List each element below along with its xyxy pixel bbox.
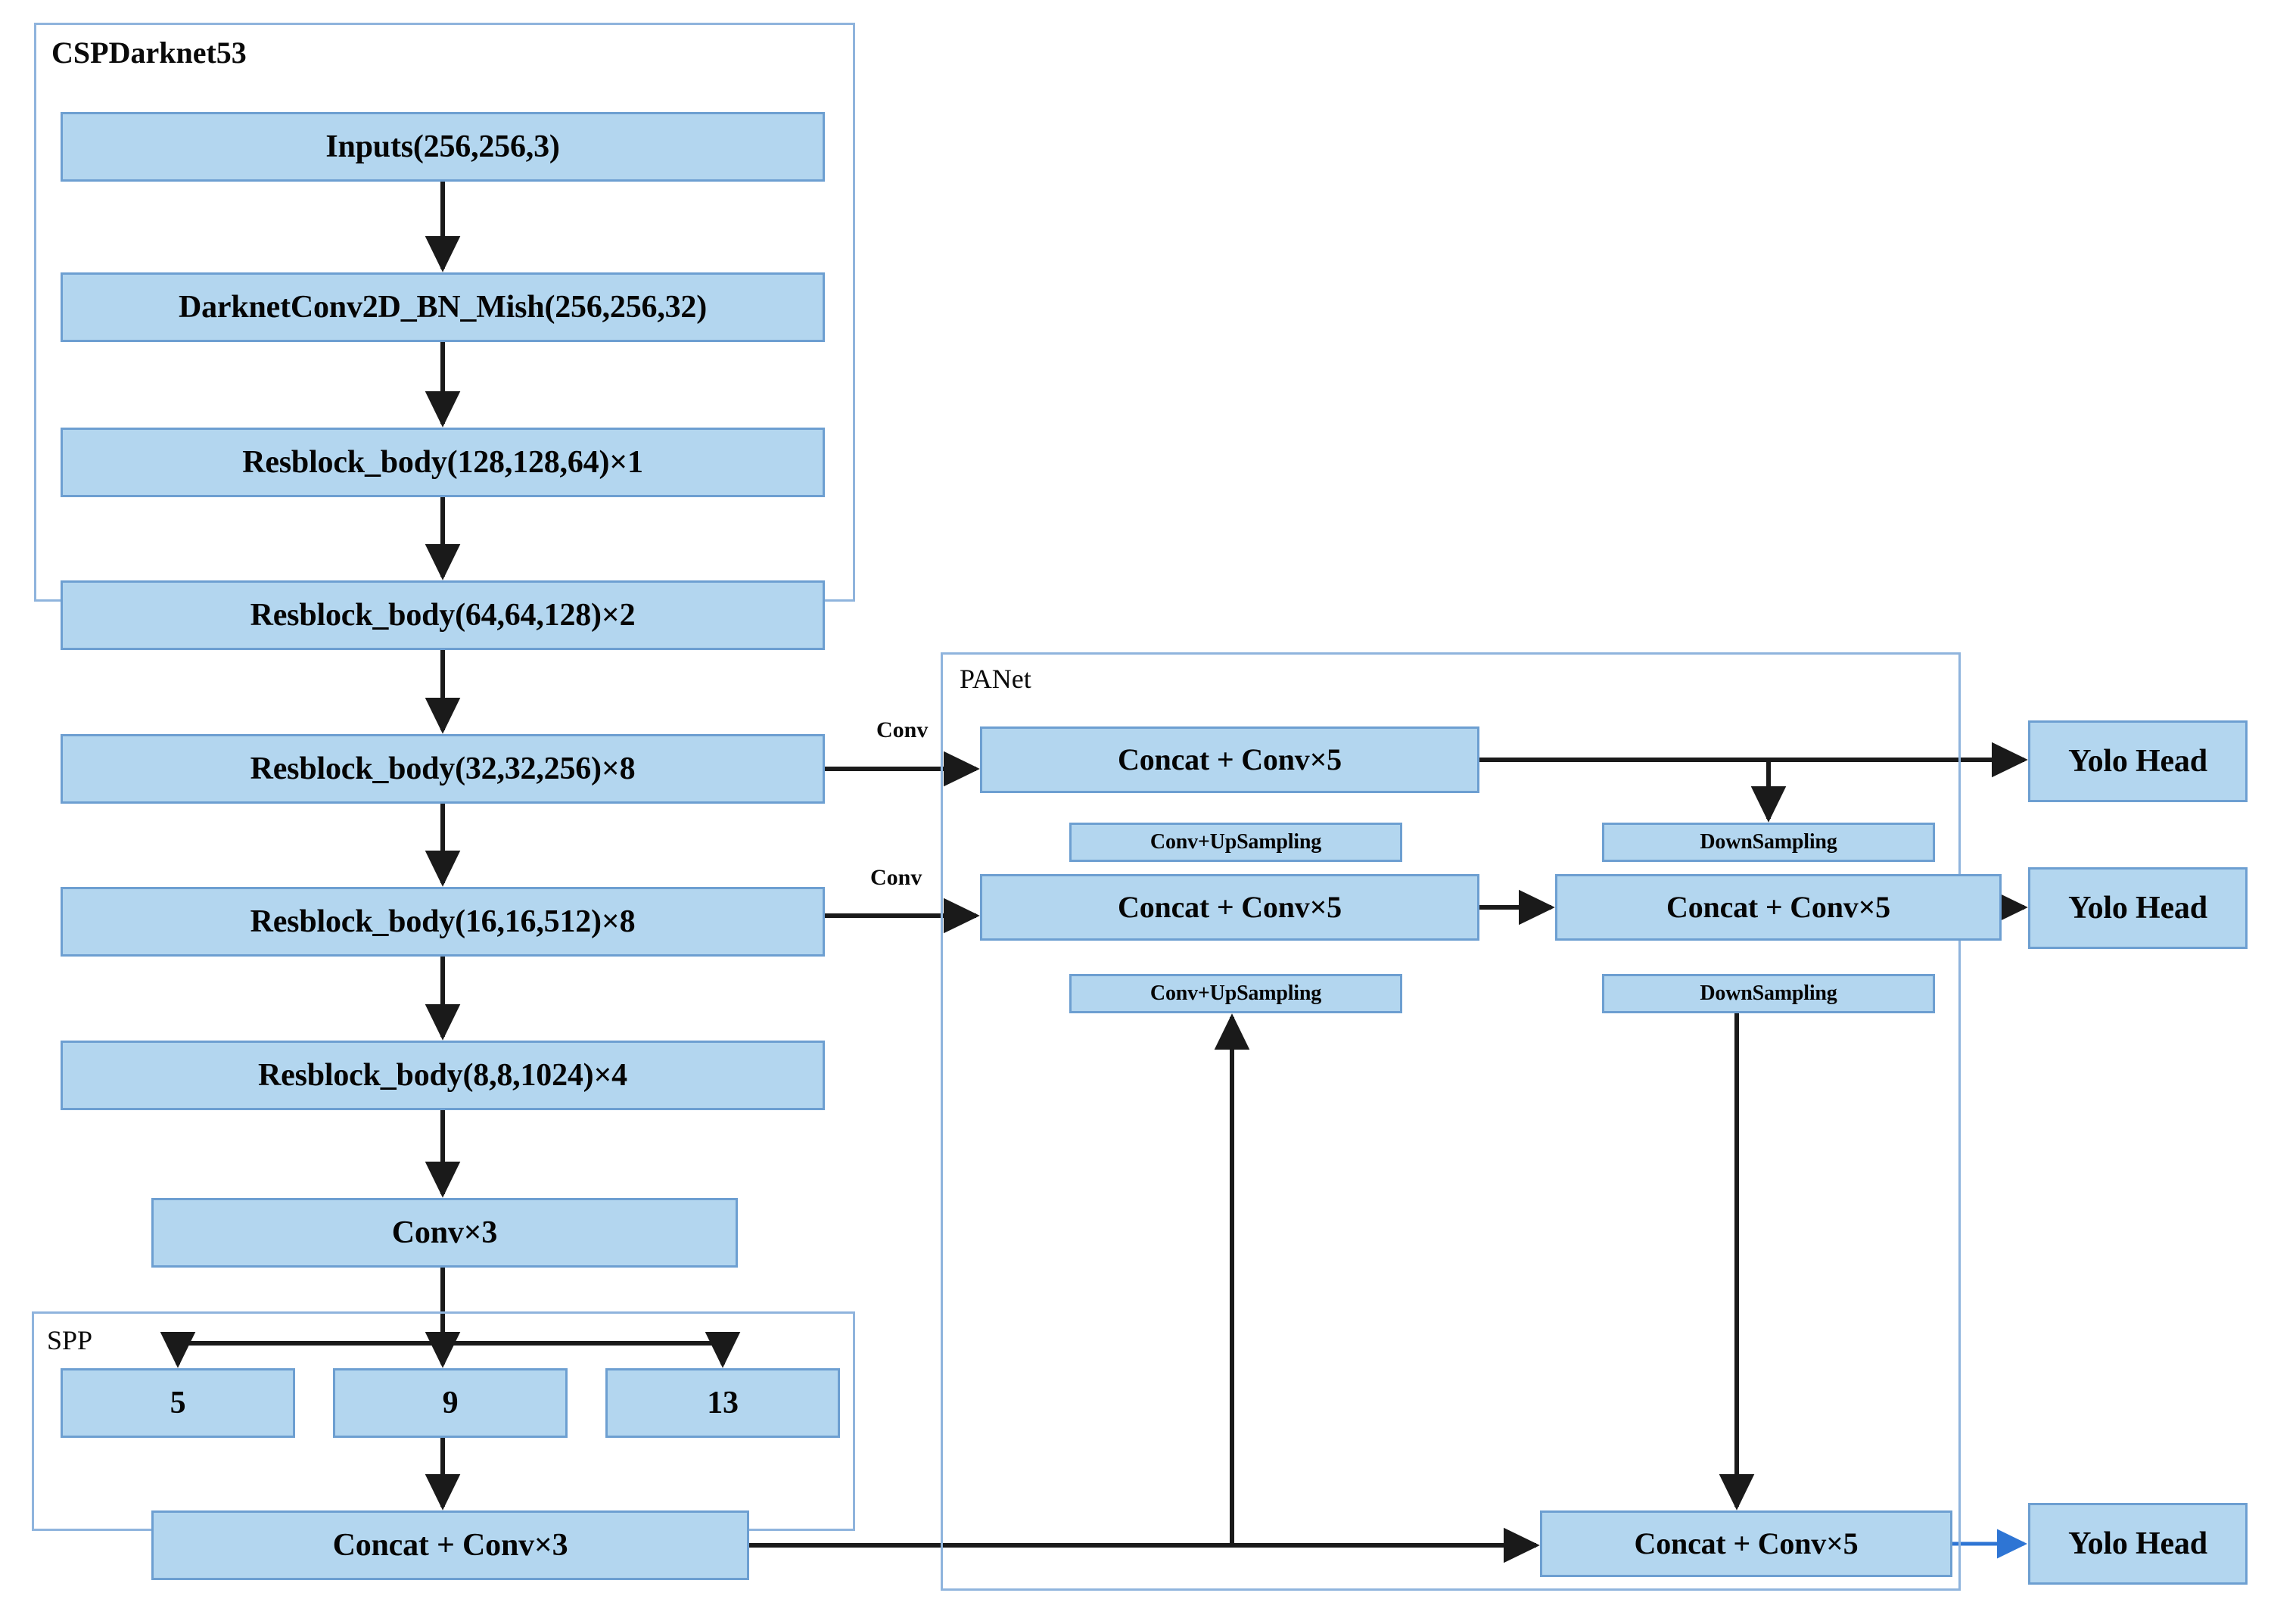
node-panet-concat-conv-x5-right[interactable]: Concat + Conv×5 — [1555, 874, 2002, 941]
edge-label-conv-bottom: Conv — [870, 865, 922, 890]
node-spp-pool-5[interactable]: 5 — [61, 1368, 295, 1438]
node-resblock-body-128-128-64[interactable]: Resblock_body(128,128,64)×1 — [61, 428, 825, 497]
node-yolo-head-3[interactable]: Yolo Head — [2028, 1503, 2248, 1585]
node-spp-pool-13[interactable]: 13 — [605, 1368, 840, 1438]
node-panet-concat-conv-x5-top[interactable]: Concat + Conv×5 — [980, 726, 1479, 793]
node-resblock-body-64-64-128[interactable]: Resblock_body(64,64,128)×2 — [61, 580, 825, 650]
node-conv-upsampling-2[interactable]: Conv+UpSampling — [1069, 974, 1402, 1013]
group-label-spp: SPP — [47, 1325, 93, 1355]
node-downsampling-2[interactable]: DownSampling — [1602, 974, 1935, 1013]
node-panet-concat-conv-x5-bottom[interactable]: Concat + Conv×5 — [1540, 1510, 1952, 1577]
group-panet — [941, 652, 1961, 1591]
group-label-cspdarknet53: CSPDarknet53 — [51, 36, 247, 70]
node-panet-concat-conv-x5-middle[interactable]: Concat + Conv×5 — [980, 874, 1479, 941]
node-downsampling-1[interactable]: DownSampling — [1602, 823, 1935, 862]
node-conv-upsampling-1[interactable]: Conv+UpSampling — [1069, 823, 1402, 862]
node-yolo-head-2[interactable]: Yolo Head — [2028, 867, 2248, 949]
node-concat-conv-x3[interactable]: Concat + Conv×3 — [151, 1510, 749, 1580]
node-spp-pool-9[interactable]: 9 — [333, 1368, 568, 1438]
node-resblock-body-16-16-512[interactable]: Resblock_body(16,16,512)×8 — [61, 887, 825, 957]
node-resblock-body-8-8-1024[interactable]: Resblock_body(8,8,1024)×4 — [61, 1041, 825, 1110]
node-conv-x3[interactable]: Conv×3 — [151, 1198, 738, 1268]
node-inputs[interactable]: Inputs(256,256,3) — [61, 112, 825, 182]
group-label-panet: PANet — [960, 664, 1031, 694]
node-yolo-head-1[interactable]: Yolo Head — [2028, 720, 2248, 802]
node-resblock-body-32-32-256[interactable]: Resblock_body(32,32,256)×8 — [61, 734, 825, 804]
edge-label-conv-top: Conv — [876, 717, 929, 742]
node-darknetconv2d-bn-mish[interactable]: DarknetConv2D_BN_Mish(256,256,32) — [61, 272, 825, 342]
